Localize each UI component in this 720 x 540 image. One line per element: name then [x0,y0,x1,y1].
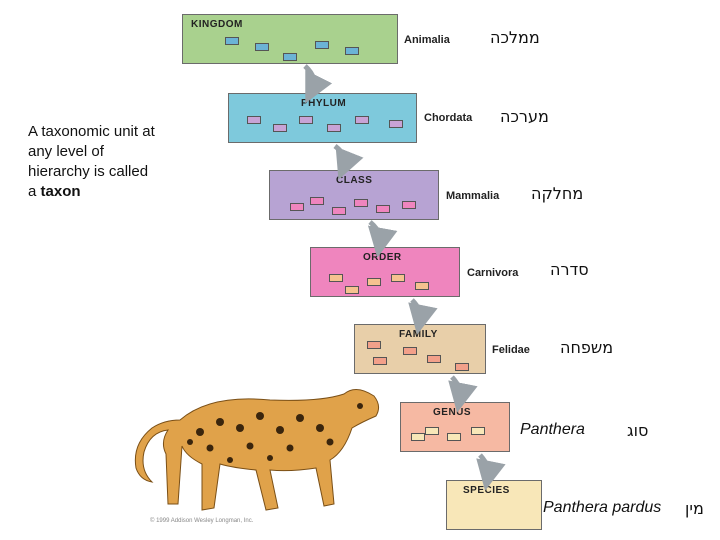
species-taxon: Panthera pardus [543,499,662,516]
class-rank-label: Class [336,175,373,186]
organism-tile [327,124,341,132]
organism-tile [367,278,381,286]
kingdom-rank-label: Kingdom [191,19,243,30]
organism-tile [373,357,387,365]
organism-tile [345,47,359,55]
note-text: A taxonomic unit at any level of hierarc… [28,123,155,200]
class-taxon: Mammalia [446,190,500,202]
organism-tile [315,41,329,49]
family-taxon: Felidae [492,344,530,356]
class-box: Class [269,170,439,220]
organism-tile [225,37,239,45]
kingdom-taxon: Animalia [404,34,450,46]
species-box: Species [446,480,542,530]
arrow [333,144,364,180]
organism-tile [447,433,461,441]
species-hebrew: מין [685,499,704,518]
organism-tile [425,427,439,435]
taxon-definition-note: A taxonomic unit at any level of hierarc… [28,122,158,202]
organism-tile [367,341,381,349]
organism-tile [299,116,313,124]
phylum-hebrew: מערכה [500,107,549,126]
arrow [303,64,333,104]
note-bold-word: taxon [40,183,81,200]
organism-tile [345,286,359,294]
organism-tile [354,199,368,207]
organism-tile [283,53,297,61]
family-hebrew: משפחה [560,338,614,357]
organism-tile [332,207,346,215]
organism-tile [310,197,324,205]
organism-tile [329,274,343,282]
organism-tile [376,205,390,213]
organism-tile [411,433,425,441]
class-hebrew: מחלקה [531,184,584,203]
phylum-rank-label: Phylum [301,98,347,109]
copyright-notice: © 1999 Addison Wesley Longman, Inc. [150,518,254,524]
organism-tile [389,120,403,128]
organism-tile [355,116,369,124]
organism-tile [455,363,469,371]
organism-tile [427,355,441,363]
order-taxon: Carnivora [467,267,519,279]
organism-tile [402,201,416,209]
genus-hebrew: סוג [627,421,649,440]
genus-taxon: Panthera [520,421,585,438]
arrow [476,453,506,491]
organism-tile [391,274,405,282]
organism-tile [247,116,261,124]
leopard-illustration [134,389,380,511]
kingdom-hebrew: ממלכה [490,28,540,47]
organism-tile [403,347,417,355]
arrow [408,298,438,335]
order-hebrew: סדרה [550,260,589,279]
organism-tile [273,124,287,132]
organism-tile [415,282,429,290]
organism-tile [290,203,304,211]
arrow [367,220,398,258]
organism-tile [255,43,269,51]
phylum-taxon: Chordata [424,112,473,124]
arrow [448,375,478,413]
kingdom-box: Kingdom [182,14,398,64]
organism-tile [471,427,485,435]
